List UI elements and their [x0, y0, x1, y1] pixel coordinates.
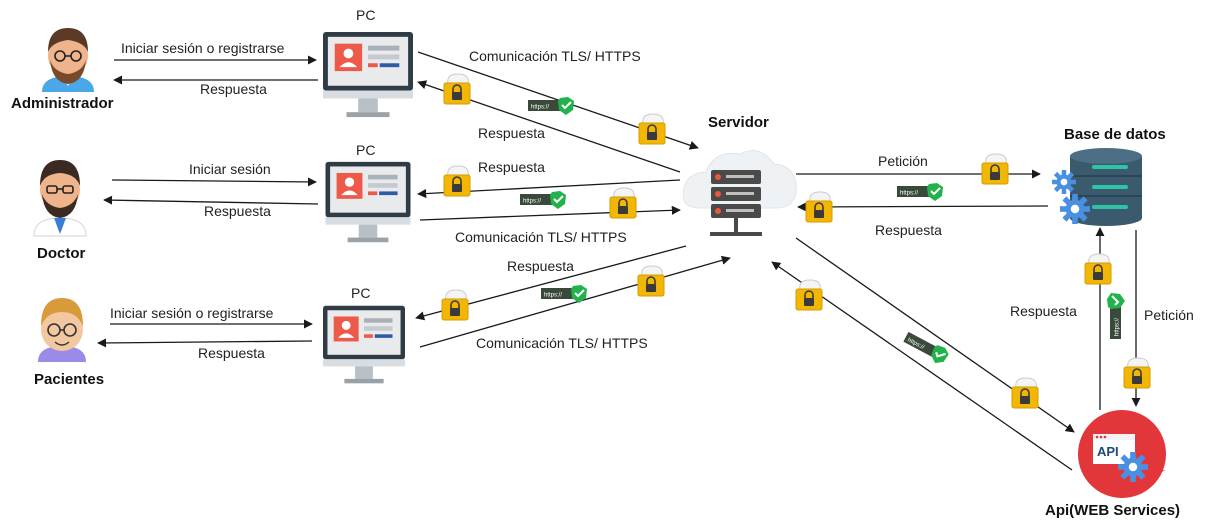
server-label: Servidor: [708, 114, 769, 131]
pc2-tls-arrow: [419, 205, 681, 221]
https-badge-icon: [900, 328, 952, 368]
lock-icon: [981, 153, 1009, 185]
pc3-label: PC: [351, 285, 371, 301]
server-db-request-label: Petición: [878, 153, 928, 169]
https-badge-icon: [540, 284, 588, 304]
https-badge-icon: [519, 190, 567, 210]
https-badge-icon: [896, 182, 944, 202]
db-server-response-arrow: [797, 202, 1049, 212]
pc3-tls-label: Comunicación TLS/ HTTPS: [476, 335, 648, 351]
lock-icon: [1123, 357, 1151, 389]
lock-icon: [443, 165, 471, 197]
api-db-response-label: Respuesta: [1010, 303, 1077, 319]
actor-patients-label: Pacientes: [34, 371, 105, 388]
patient-avatar-icon: [38, 298, 86, 362]
doctor-avatar-icon: [33, 160, 87, 237]
database-label: Base de datos: [1064, 126, 1166, 143]
doctor-response-label: Respuesta: [204, 203, 271, 219]
admin-response-label: Respuesta: [200, 81, 267, 97]
pc2-response-label: Respuesta: [478, 159, 545, 175]
db-api-request-label: Petición: [1144, 307, 1194, 323]
lock-icon: [441, 289, 469, 321]
lock-icon: [1011, 377, 1039, 409]
db-gear-small-icon: [1052, 170, 1076, 194]
doctor-login-label: Iniciar sesión: [189, 161, 271, 177]
pc2-label: PC: [356, 142, 376, 158]
admin-login-label: Iniciar sesión o registrarse: [121, 40, 285, 56]
actor-doctor-label: Doctor: [37, 245, 86, 262]
lock-icon: [638, 113, 666, 145]
db-gear-large-icon: [1060, 194, 1090, 224]
pc2-monitor-icon: [325, 161, 411, 243]
svg-text:API: API: [1097, 444, 1119, 459]
server-icon: [682, 150, 797, 236]
patient-response-label: Respuesta: [198, 345, 265, 361]
actor-admin-label: Administrador: [11, 95, 114, 112]
https-badge-icon: [1106, 292, 1126, 340]
administrator-avatar-icon: [42, 28, 94, 92]
pc3-monitor-icon: [323, 305, 405, 384]
lock-icon: [609, 187, 637, 219]
pc1-label: PC: [356, 7, 376, 23]
pc2-tls-label: Comunicación TLS/ HTTPS: [455, 229, 627, 245]
db-server-response-label: Respuesta: [875, 222, 942, 238]
lock-icon: [795, 279, 823, 311]
doctor-response-arrow: [103, 195, 319, 205]
api-icon: API: [1078, 410, 1166, 498]
pc3-tls-arrow: [419, 255, 731, 348]
lock-icon: [637, 265, 665, 297]
pc1-tls-label: Comunicación TLS/ HTTPS: [469, 48, 641, 64]
api-label: Api(WEB Services): [1045, 502, 1181, 519]
pc1-response-label: Respuesta: [478, 125, 545, 141]
doctor-login-arrow: [111, 177, 317, 187]
pc3-response-label: Respuesta: [507, 258, 574, 274]
https-badge-icon: [527, 96, 575, 116]
patient-response-arrow: [97, 338, 313, 348]
patient-login-label: Iniciar sesión o registrarse: [110, 305, 274, 321]
lock-icon: [1084, 253, 1112, 285]
pc1-monitor-icon: [323, 31, 413, 118]
lock-icon: [805, 191, 833, 223]
lock-icon: [443, 73, 471, 105]
